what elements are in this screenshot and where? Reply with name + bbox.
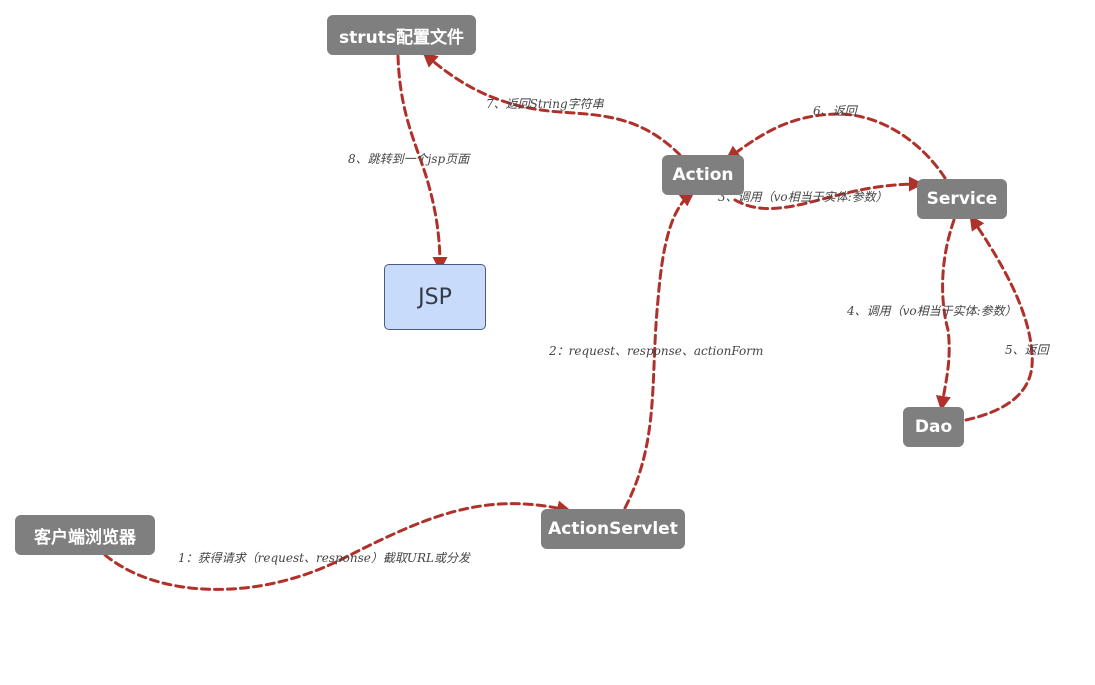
edge-service-to-action: [725, 112, 947, 180]
node-struts-config[interactable]: struts配置文件: [327, 15, 476, 55]
edge-service-to-dao: [935, 218, 956, 411]
node-service[interactable]: Service: [917, 179, 1007, 219]
edge-servlet-to-action: [623, 191, 695, 510]
edge-action-to-service: [733, 176, 924, 211]
edge-browser-to-servlet: [103, 500, 572, 591]
node-action-servlet[interactable]: ActionServlet: [541, 509, 685, 549]
edge-dao-to-service: [964, 215, 1034, 422]
edge-action-to-struts: [422, 52, 682, 157]
node-jsp[interactable]: JSP: [384, 264, 486, 330]
edge-label-4: 4、调用（vo相当于实体:参数）: [846, 304, 1017, 318]
edge-label-1: 1：获得请求（request、response）截取URL或分发: [178, 551, 472, 565]
node-dao[interactable]: Dao: [903, 407, 964, 447]
edge-struts-to-jsp: [396, 54, 448, 272]
edge-label-7: 7、返回String字符串: [486, 97, 605, 111]
edge-label-5: 5、返回: [1005, 343, 1051, 357]
edge-label-2: 2：request、response、actionForm: [548, 344, 763, 358]
edge-label-6: 6、返回: [813, 104, 859, 118]
node-client-browser[interactable]: 客户端浏览器: [15, 515, 155, 555]
edge-label-3: 3、调用（vo相当于实体:参数）: [718, 190, 888, 204]
node-action[interactable]: Action: [662, 155, 744, 195]
edge-label-8: 8、跳转到一个jsp页面: [348, 152, 471, 166]
